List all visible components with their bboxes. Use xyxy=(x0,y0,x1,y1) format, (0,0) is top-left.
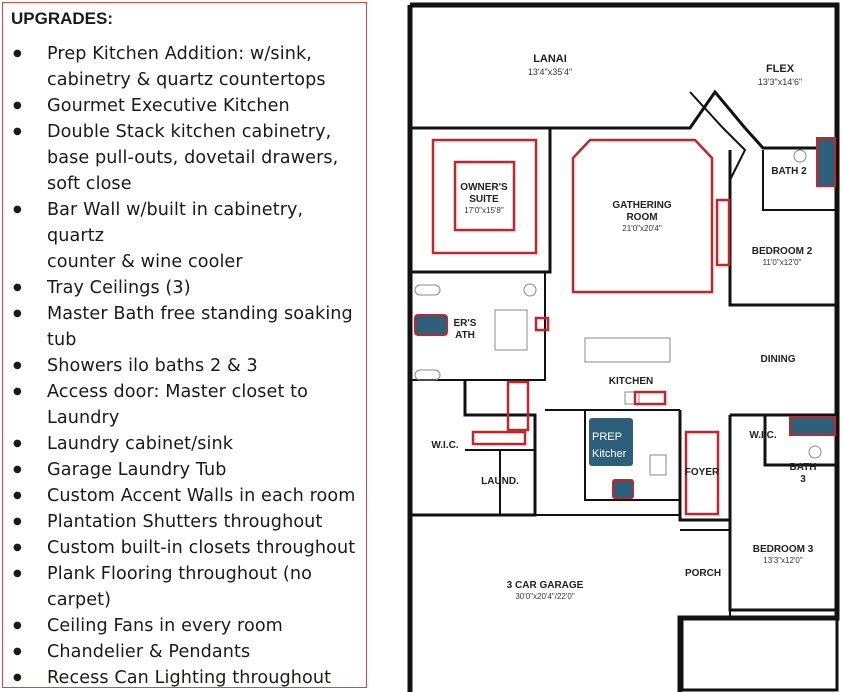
gathering-tray xyxy=(571,138,714,294)
upgrade-item: Plantation Shutters throughout xyxy=(3,509,365,535)
fills xyxy=(414,137,836,499)
flex-diag xyxy=(689,91,747,181)
access-x xyxy=(534,316,550,332)
foyer-accent xyxy=(684,430,720,516)
laundry-cabinet xyxy=(506,380,530,432)
owners-bath-label-1: ER'S xyxy=(454,318,477,329)
bedroom2-label: BEDROOM 2 xyxy=(752,246,813,257)
flex-wall xyxy=(743,126,837,150)
upgrade-item: Garage Laundry Tub xyxy=(3,457,365,483)
upgrade-item: Plank Flooring throughout (no carpet) xyxy=(3,561,365,613)
bath3-label-1: BATH xyxy=(789,462,816,473)
owners-suite-label-2: SUITE xyxy=(469,194,499,205)
bedroom2-dim: 11'0"x12'0" xyxy=(763,258,802,267)
prep-kitchen xyxy=(589,418,633,466)
owners-suite-label-1: OWNER'S xyxy=(460,182,508,193)
wic-wall xyxy=(410,380,537,517)
shower xyxy=(494,309,528,351)
bedroom3-label: BEDROOM 3 xyxy=(753,544,814,555)
bath3-label-2: 3 xyxy=(800,474,806,485)
upgrade-item: Custom built-in closets throughout xyxy=(3,535,365,561)
sink2 xyxy=(414,369,441,381)
bath2-label: BATH 2 xyxy=(771,166,807,177)
bedroom3-dim: 13'3"x12'0" xyxy=(763,556,803,565)
fixtures xyxy=(414,149,822,476)
wic2-wall xyxy=(728,413,837,612)
foyer-label: FOYER xyxy=(685,467,720,478)
soaking-tub xyxy=(414,314,448,336)
owners-bath-label-2: ATH xyxy=(455,330,475,341)
owners-suite-wall xyxy=(410,128,552,274)
kitchen-label: KITCHEN xyxy=(609,376,653,387)
prep-wall xyxy=(584,410,680,501)
bath3-shower xyxy=(789,416,836,436)
lanai-dim: 13'4"x35'4" xyxy=(528,67,572,77)
owners-suite-dim: 17'0"x15'8" xyxy=(464,206,504,215)
gathering-label-1: GATHERING xyxy=(612,200,671,211)
toilet-bath2 xyxy=(793,149,807,163)
porch-label: PORCH xyxy=(685,568,721,579)
upgrade-item: Custom Accent Walls in each room xyxy=(3,483,365,509)
owners-tray-outer xyxy=(431,138,538,255)
garage-box xyxy=(680,616,839,692)
upgrade-item: Bar Wall w/built in cabinetry, quartz co… xyxy=(3,197,365,275)
laundry-sink xyxy=(649,454,667,476)
upgrade-item: Tray Ceilings (3) xyxy=(3,275,365,301)
prep-label-2: Kitcher xyxy=(592,448,627,460)
upgrade-item: Ceiling Fans in every room xyxy=(3,613,365,639)
gathering-label-2: ROOM xyxy=(626,212,657,223)
prep-cabinet xyxy=(633,390,667,406)
exterior-wall xyxy=(410,2,840,692)
upgrade-item: Access door: Master closet to Laundry xyxy=(3,379,365,431)
wic2-label: W.I.C. xyxy=(749,430,776,441)
master-wic-door xyxy=(471,430,527,446)
bar-wall xyxy=(715,198,731,267)
room-labels: LANAI 13'4"x35'4" FLEX 13'3"x14'6" BATH … xyxy=(431,53,816,601)
dining-label: DINING xyxy=(761,354,796,365)
upgrade-item: Double Stack kitchen cabinetry, base pul… xyxy=(3,119,365,197)
owners-tray-inner xyxy=(453,160,516,232)
garage-tub xyxy=(612,479,634,499)
prep-label-1: PREP xyxy=(592,431,622,443)
wic1-label: W.I.C. xyxy=(431,440,458,451)
flex-label: FLEX xyxy=(766,63,795,75)
flex-dim: 13'3"x14'6" xyxy=(758,77,802,87)
upgrade-item: Prep Kitchen Addition: w/sink, cabinetry… xyxy=(3,41,365,93)
foyer-wall xyxy=(678,410,730,522)
porch-wall xyxy=(680,529,731,618)
upgrade-item: Showers ilo baths 2 & 3 xyxy=(3,353,365,379)
sink xyxy=(414,284,441,296)
upgrade-item: Gourmet Executive Kitchen xyxy=(3,93,365,119)
toilet-bath3 xyxy=(808,445,822,459)
laundry-wall xyxy=(465,449,535,515)
owners-bath-wall xyxy=(410,272,546,381)
toilet xyxy=(523,283,537,297)
lanai-label: LANAI xyxy=(533,53,567,65)
kitchen-island xyxy=(584,337,671,363)
range xyxy=(624,391,640,405)
upgrade-item: Recess Can Lighting throughout xyxy=(3,665,365,691)
upgrades-panel: UPGRADES: Prep Kitchen Addition: w/sink,… xyxy=(2,2,367,691)
upgrade-item: Master Bath free standing soaking tub xyxy=(3,301,365,353)
bath2-inner xyxy=(762,150,837,211)
bath2-shower xyxy=(816,137,836,187)
upgrade-item: Laundry cabinet/sink xyxy=(3,431,365,457)
floor-plan: LANAI 13'4"x35'4" FLEX 13'3"x14'6" BATH … xyxy=(407,2,840,692)
upgrade-item: Chandelier & Pendants xyxy=(3,639,365,665)
walls xyxy=(407,2,840,692)
laundry-label: LAUND. xyxy=(481,476,519,487)
upgrades-title: UPGRADES: xyxy=(11,9,114,28)
garage-label: 3 CAR GARAGE xyxy=(507,580,584,591)
accents xyxy=(431,138,731,516)
gathering-dim: 21'0"x20'4" xyxy=(622,224,662,233)
upgrades-list: Prep Kitchen Addition: w/sink, cabinetry… xyxy=(3,41,365,691)
garage-dim: 30'0"x20'4"/22'0" xyxy=(515,592,575,601)
